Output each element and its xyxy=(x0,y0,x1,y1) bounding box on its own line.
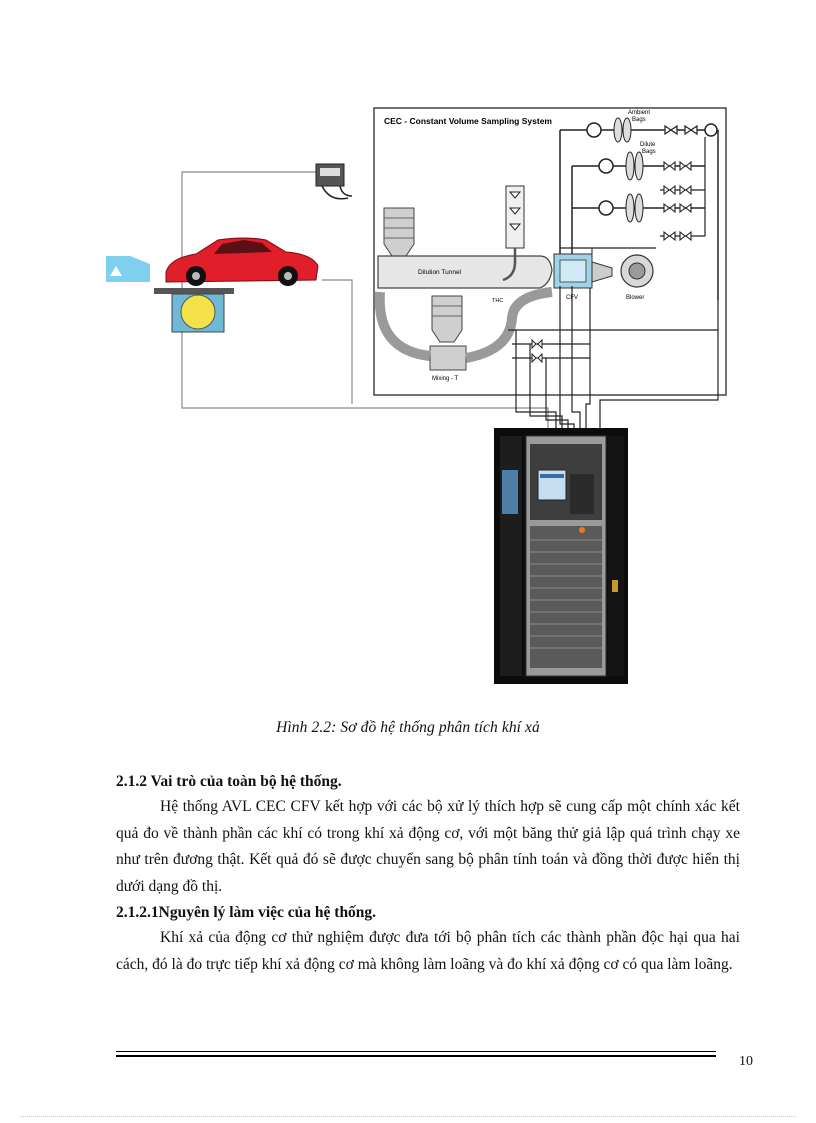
dilution-tunnel-label: Dilution Tunnel xyxy=(418,269,462,276)
exhaust-system-diagram: CEC - Constant Volume Sampling System Am… xyxy=(100,100,740,690)
subsection-heading: 2.1.2.1Nguyên lý làm việc của hệ thống. xyxy=(116,904,377,921)
mixing-t-label: Mixing - T xyxy=(432,376,459,382)
footer-rule xyxy=(116,1051,716,1052)
dilute-bags-label-2: Bags xyxy=(642,149,656,155)
blower-label: Blower xyxy=(626,295,644,301)
hopper-top xyxy=(383,207,415,257)
sensor-icon xyxy=(315,163,353,200)
paragraph-principle: Khí xả của động cơ thử nghiệm được đưa t… xyxy=(116,929,740,973)
paragraph-role: Hệ thống AVL CEC CFV kết hợp với các bộ … xyxy=(116,798,740,895)
dilute-pump-icon xyxy=(598,158,614,174)
thc-label: THC xyxy=(492,298,503,304)
figure-caption: Hình 2.2: Sơ đồ hệ thống phân tích khí x… xyxy=(276,719,540,736)
page-bottom-border xyxy=(20,1116,796,1117)
dyno-roller-icon xyxy=(180,294,216,330)
page-number: 10 xyxy=(739,1054,753,1069)
dilute-bags-label: Dilute xyxy=(640,142,656,148)
footer-rule-thick xyxy=(116,1055,716,1057)
ambient-bags-label-2: Bags xyxy=(632,117,646,123)
cvs-system-title: CEC - Constant Volume Sampling System xyxy=(384,116,552,126)
diagram-svg: CEC - Constant Volume Sampling System Am… xyxy=(106,107,727,684)
ambient-pump-icon xyxy=(586,122,602,138)
dilution-tunnel xyxy=(377,255,553,289)
dilute-bag-icon xyxy=(625,151,635,181)
section-heading: 2.1.2 Vai trò của toàn bộ hệ thống. xyxy=(116,773,342,790)
mixing-t xyxy=(429,345,467,371)
ambient-bag-icon xyxy=(613,117,623,143)
hopper-bottom xyxy=(431,295,463,343)
ambient-bags-label: Ambient xyxy=(628,110,650,116)
cooling-fan-icon xyxy=(106,256,150,282)
